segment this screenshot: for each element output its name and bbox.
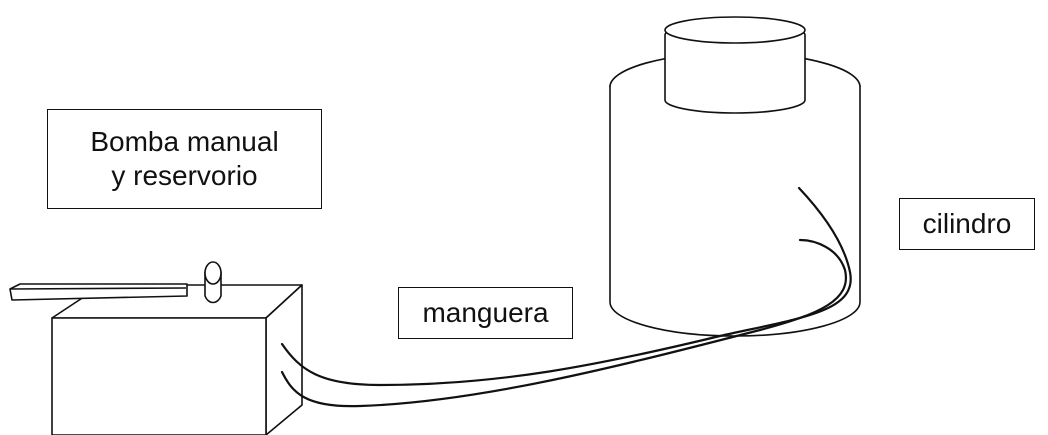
cylinder	[609, 16, 861, 337]
piston-top	[664, 16, 806, 44]
pump-lever-edge	[9, 287, 187, 290]
hose-lines	[280, 186, 852, 408]
hose-line-1	[280, 186, 852, 387]
hose-line-2	[280, 238, 848, 408]
pump-reservoir	[9, 261, 303, 435]
label-pump-line2: y reservorio	[111, 160, 258, 191]
label-pump-reservoir: Bomba manual y reservorio	[47, 109, 322, 209]
label-pump-line1: Bomba manual	[90, 126, 279, 157]
pump-knob-face	[204, 261, 222, 285]
label-cylinder: cilindro	[899, 198, 1035, 250]
pump-box-front	[51, 317, 267, 435]
label-hose: manguera	[398, 287, 573, 339]
